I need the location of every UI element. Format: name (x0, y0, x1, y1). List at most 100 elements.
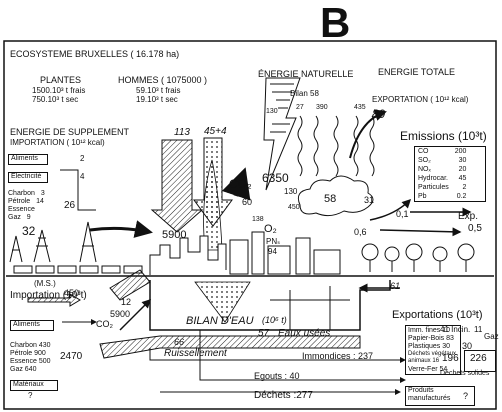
water-bilan: BILAN D'EAU (186, 316, 254, 327)
import-band (110, 270, 150, 300)
exports-produits: Produits manufacturés ? (405, 386, 475, 406)
flow-58: 58 (324, 194, 336, 205)
export-energy-label: EXPORTATION ( 10¹² kcal) (372, 96, 468, 104)
exports-row: Plastiques 30 (408, 343, 450, 350)
flow-exp-label: Exp. (458, 212, 478, 222)
exports-dechets-solides: Déchets solides (440, 370, 489, 377)
plants-fresh: 1500.10³ t frais (32, 87, 85, 95)
total-energy-label: ENERGIE TOTALE (378, 68, 455, 77)
exports-value: 83 (446, 335, 454, 342)
emissions-name: NOₓ (415, 165, 452, 174)
imports-fuel-total: 2470 (60, 352, 82, 362)
exports-label: Plastiques (408, 343, 440, 350)
imports-fuel-value: 500 (39, 358, 51, 365)
supplement-essence: Essence (8, 206, 35, 213)
supplement-petrole-value: 14 (36, 198, 44, 205)
supplement-charbon: Charbon 3 (8, 190, 45, 197)
export-energy-value: 89 (372, 108, 385, 120)
emissions-name: Particules (415, 183, 452, 192)
flow-450: 450 (288, 204, 300, 211)
exports-label: Papier-Bois (408, 335, 444, 342)
natural-energy-27: 27 (296, 104, 304, 111)
emissions-value: 2 (452, 183, 470, 192)
radiation-lines (298, 116, 374, 176)
emissions-name: Pb (415, 192, 452, 201)
flow-60: 60 (242, 198, 252, 207)
emissions-value: 0.2 (452, 192, 470, 201)
imports-fuel-charbon: Charbon 430 (10, 342, 51, 349)
humans-heading: HOMMES ( 1075000 ) (118, 76, 207, 85)
flow-0-1: 0,1 (396, 210, 409, 219)
plants-dry: 750.10³ t sec (32, 96, 78, 104)
flow-exp-value: 0,5 (468, 224, 482, 234)
emissions-value: 20 (452, 165, 470, 174)
supplement-electricite-label: Electricité (9, 173, 41, 180)
emissions-value: 30 (452, 156, 470, 165)
emissions-name: Hydrocar. (415, 174, 452, 183)
imports-co2-value: 5900 (110, 310, 130, 319)
water-66: 66 (174, 338, 184, 347)
imports-materials: Matériaux (10, 380, 58, 391)
corner-letter: B (320, 2, 350, 44)
supplement-aliments: Aliments (8, 154, 48, 165)
supplement-petrole: Pétrole 14 (8, 198, 44, 205)
imports-materials-value: ? (28, 392, 32, 400)
supplement-import-total: 32 (22, 225, 35, 237)
exports-incin: 41 Incin. (440, 326, 470, 334)
flow-5900-top: 5900 (162, 230, 186, 241)
exports-196: 196 (442, 354, 459, 364)
natural-energy-130: 130 (266, 108, 278, 115)
import-flow (90, 228, 150, 232)
supplement-electricite-value: 4 (80, 173, 84, 181)
flow-45-4: 45+4 (204, 127, 227, 137)
flow-94: 94 (268, 248, 277, 256)
imports-fuel-value: 640 (25, 366, 37, 373)
flow-dechets: Déchets :277 (254, 391, 313, 401)
supplement-petrole-label: Pétrole (8, 198, 30, 205)
supplement-line2: IMPORTATION ( 10¹² kcal) (10, 139, 105, 147)
flow-31: 31 (364, 196, 374, 205)
water-57: 57 (258, 329, 269, 339)
flow-6350: 6350 (262, 172, 289, 184)
flow-immondices: Immondices : 237 (302, 352, 373, 361)
flow-61: 61 (390, 282, 400, 291)
flow-o2: O₂ (264, 224, 277, 235)
flow-138: 138 (252, 216, 264, 223)
emissions-row: CO200 (415, 147, 469, 156)
flow-egouts: Egouts : 40 (254, 372, 300, 381)
imports-fuel-gaz: Gaz 640 (10, 366, 36, 373)
arrow-113 (152, 140, 202, 232)
water-ruissellement: Ruissellement (164, 349, 227, 359)
flow-pn: PNₛ (266, 238, 280, 246)
imports-fuel-label: Essence (10, 358, 37, 365)
imports-aliments-value: 450 (64, 289, 79, 298)
ecosystem-title: ECOSYSTEME BRUXELLES ( 16.178 ha) (10, 50, 179, 59)
supplement-gaz: Gaz 9 (8, 214, 31, 221)
imports-fuel-label: Gaz (10, 366, 23, 373)
imports-materials-label: Matériaux (11, 381, 44, 388)
supplement-gaz-label: Gaz (8, 214, 21, 221)
supplement-essence-label: Essence (8, 206, 35, 213)
emissions-name: CO (415, 147, 452, 156)
supplement-aliments-value: 2 (80, 155, 84, 163)
emissions-name: SO₂ (415, 156, 452, 165)
natural-energy-label: ÉNERGIE NATURELLE (258, 70, 353, 79)
imports-fuel-label: Charbon (10, 342, 37, 349)
supplement-charbon-label: Charbon (8, 190, 35, 197)
supplement-fuel-total: 26 (64, 201, 75, 211)
exports-produits-value: ? (463, 391, 468, 401)
emissions-value: 45 (452, 174, 470, 183)
supplement-gaz-value: 9 (27, 214, 31, 221)
imports-fuel-value: 900 (34, 350, 46, 357)
exports-226: 226 (470, 354, 487, 364)
imports-fuel-value: 430 (39, 342, 51, 349)
water-unit: (10⁶ t) (262, 316, 287, 325)
exports-produits-label: Produits manufacturés (406, 387, 454, 403)
supplement-line1: ENERGIE DE SUPPLEMENT (10, 128, 129, 137)
exports-value: 30 (442, 343, 450, 350)
flow-113: 113 (174, 128, 190, 138)
